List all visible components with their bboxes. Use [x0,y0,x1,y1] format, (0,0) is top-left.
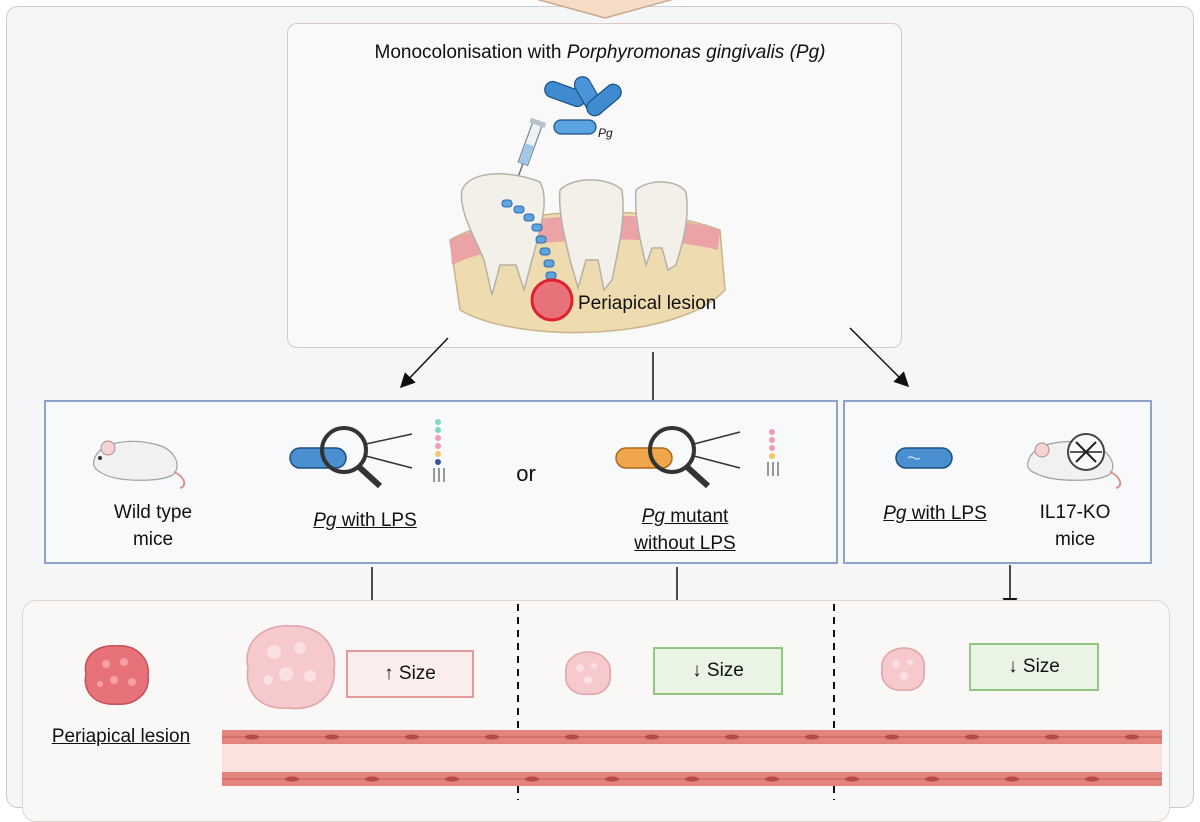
pg-with-lps-label: Pg with LPS [313,510,417,531]
pg-mutant-bacterium-magnifier-icon [615,426,779,489]
size-decrease-box-mutant: ↓ Size [653,647,783,695]
bacteria-pg-label: Pg [598,126,613,140]
or-label: or [516,461,536,486]
tooth-gum-illustration [449,173,726,334]
diagram-title: Monocolonisation with Porphyromonas ging… [374,42,826,63]
pg-mutant-without-lps-label: Pg mutant without LPS [634,506,736,554]
pg-bacterium-icon [895,447,953,469]
size-decrease-box-ko: ↓ Size [969,643,1099,691]
pg-bacterium-magnifier-icon [289,419,445,489]
il17-ko-mouse-icon [1027,433,1122,489]
results-lesion-label: Periapical lesion [51,726,191,747]
mouse-icon [93,440,186,489]
lesion-small-ko-icon [881,647,926,692]
tissue-strip [222,730,1162,786]
condition-panel-right [843,400,1152,564]
arrows-to-results [364,565,1018,615]
lesion-legend-icon [84,645,149,705]
periapical-lesion-label: Periapical lesion [578,293,717,314]
incoming-arrow [536,0,674,19]
bacteria-cluster-icon: Pg [544,76,622,140]
lesion-large-icon [246,625,336,710]
right-pg-with-lps-label: Pg with LPS [883,503,987,524]
size-increase-box: ↑ Size [346,650,474,698]
column-dividers [517,604,835,800]
lesion-small-icon [565,651,611,696]
